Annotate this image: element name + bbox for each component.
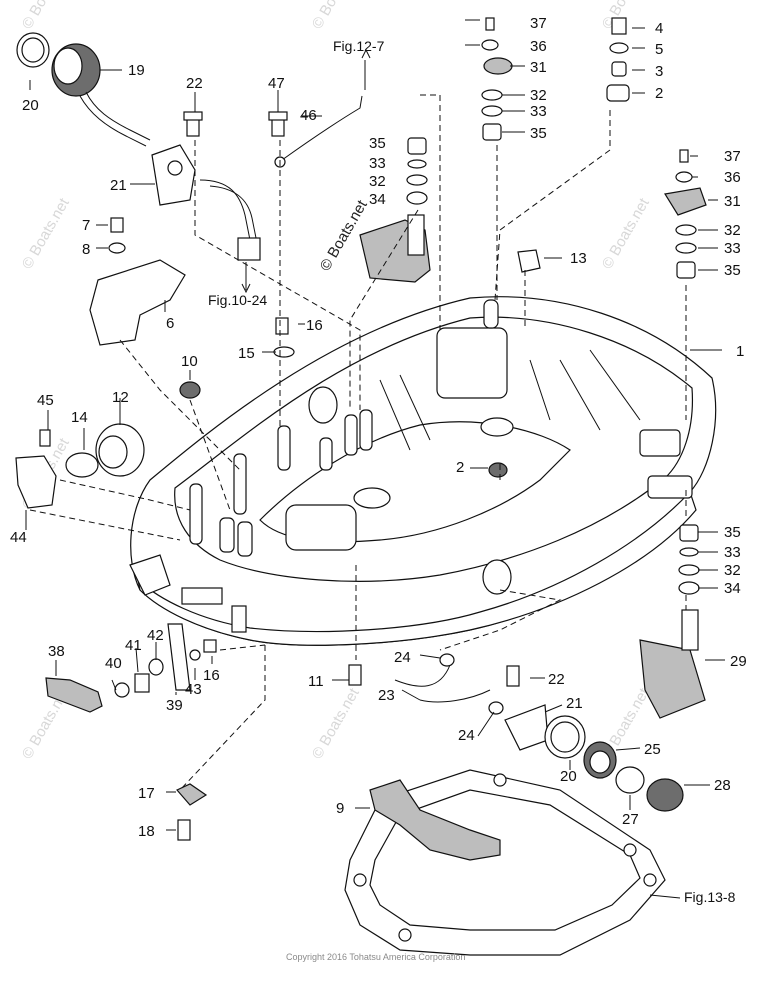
callout-33-top[interactable]: 33 (530, 103, 547, 120)
callout-38[interactable]: 38 (48, 643, 65, 660)
callout-34-lower[interactable]: 34 (724, 580, 741, 597)
callout-39[interactable]: 39 (166, 697, 183, 714)
copyright-text: Copyright 2016 Tohatsu America Corporati… (286, 952, 465, 962)
callout-12[interactable]: 12 (112, 389, 129, 406)
callout-2-floor[interactable]: 2 (456, 459, 464, 476)
callout-20-bottom[interactable]: 20 (560, 768, 577, 785)
callout-24-bottom[interactable]: 24 (458, 727, 475, 744)
callout-5[interactable]: 5 (655, 41, 663, 58)
callout-36-right[interactable]: 36 (724, 169, 741, 186)
callout-46[interactable]: 46 (300, 107, 317, 124)
callout-32-top[interactable]: 32 (530, 87, 547, 104)
callout-42[interactable]: 42 (147, 627, 164, 644)
callout-25[interactable]: 25 (644, 741, 661, 758)
callout-33-mid[interactable]: 33 (369, 155, 386, 172)
callout-28[interactable]: 28 (714, 777, 731, 794)
callout-35-right[interactable]: 35 (724, 262, 741, 279)
callout-10[interactable]: 10 (181, 353, 198, 370)
watermark-4: © Boats.net (19, 195, 73, 272)
callout-17[interactable]: 17 (138, 785, 155, 802)
callout-27[interactable]: 27 (622, 811, 639, 828)
watermark-10: © Boats.net (309, 685, 363, 762)
callout-16-top[interactable]: 16 (306, 317, 323, 334)
callout-41[interactable]: 41 (125, 637, 142, 654)
watermark-5: © Boats.net (599, 195, 653, 272)
watermark-2: © Boats.net (309, 0, 363, 32)
callout-13[interactable]: 13 (570, 250, 587, 267)
callout-22-bottom[interactable]: 22 (548, 671, 565, 688)
callout-7[interactable]: 7 (82, 217, 90, 234)
callout-32-mid[interactable]: 32 (369, 173, 386, 190)
callout-8[interactable]: 8 (82, 241, 90, 258)
callout-20-top[interactable]: 20 (22, 97, 39, 114)
lower-plate (344, 769, 666, 956)
callout-4[interactable]: 4 (655, 20, 663, 37)
callout-33-right[interactable]: 33 (724, 240, 741, 257)
callout-6[interactable]: 6 (166, 315, 174, 332)
callout-36-top[interactable]: 36 (530, 38, 547, 55)
callout-45[interactable]: 45 (37, 392, 54, 409)
callout-35-lower[interactable]: 35 (724, 524, 741, 541)
callout-19[interactable]: 19 (128, 62, 145, 79)
callout-37-top[interactable]: 37 (530, 15, 547, 32)
callout-15[interactable]: 15 (238, 345, 255, 362)
callout-40[interactable]: 40 (105, 655, 122, 672)
callout-29[interactable]: 29 (730, 653, 747, 670)
callout-18[interactable]: 18 (138, 823, 155, 840)
callout-47[interactable]: 47 (268, 75, 285, 92)
callout-1[interactable]: 1 (736, 343, 744, 360)
callout-9[interactable]: 9 (336, 800, 344, 817)
callout-44[interactable]: 44 (10, 529, 27, 546)
callout-2-top[interactable]: 2 (655, 85, 663, 102)
callout-24-top[interactable]: 24 (394, 649, 411, 666)
callout-43[interactable]: 43 (185, 681, 202, 698)
callout-33-lower[interactable]: 33 (724, 544, 741, 561)
callout-34-mid[interactable]: 34 (369, 191, 386, 208)
small-parts (15, 17, 707, 841)
ref-fig10-24[interactable]: Fig.10-24 (208, 292, 267, 308)
watermark-1: © Boats.net (19, 0, 73, 32)
callout-35-top[interactable]: 35 (530, 125, 547, 142)
callout-14[interactable]: 14 (71, 409, 88, 426)
callout-3[interactable]: 3 (655, 63, 663, 80)
callout-21-bottom[interactable]: 21 (566, 695, 583, 712)
callout-16-bottom[interactable]: 16 (203, 667, 220, 684)
ref-fig12-7[interactable]: Fig.12-7 (333, 38, 385, 54)
callouts: 1 2 2 3 4 5 6 7 8 9 10 11 12 13 14 15 16… (10, 15, 747, 840)
callout-23[interactable]: 23 (378, 687, 395, 704)
callout-31-right[interactable]: 31 (724, 193, 741, 210)
leader-lines (25, 19, 725, 899)
arrow-down-icon (241, 283, 251, 294)
callout-22-top[interactable]: 22 (186, 75, 203, 92)
lower-cover (129, 296, 717, 646)
callout-21-top[interactable]: 21 (110, 177, 127, 194)
ref-fig13-8[interactable]: Fig.13-8 (684, 889, 736, 905)
callout-31-top[interactable]: 31 (530, 59, 547, 76)
callout-11[interactable]: 11 (308, 673, 324, 690)
callout-35-mid[interactable]: 35 (369, 135, 386, 152)
callout-32-right[interactable]: 32 (724, 222, 741, 239)
callout-37-right[interactable]: 37 (724, 148, 741, 165)
callout-32-lower[interactable]: 32 (724, 562, 741, 579)
arrow-up-icon (361, 48, 371, 59)
figure-references: Fig.12-7 Fig.10-24 Fig.13-8 (208, 38, 736, 905)
